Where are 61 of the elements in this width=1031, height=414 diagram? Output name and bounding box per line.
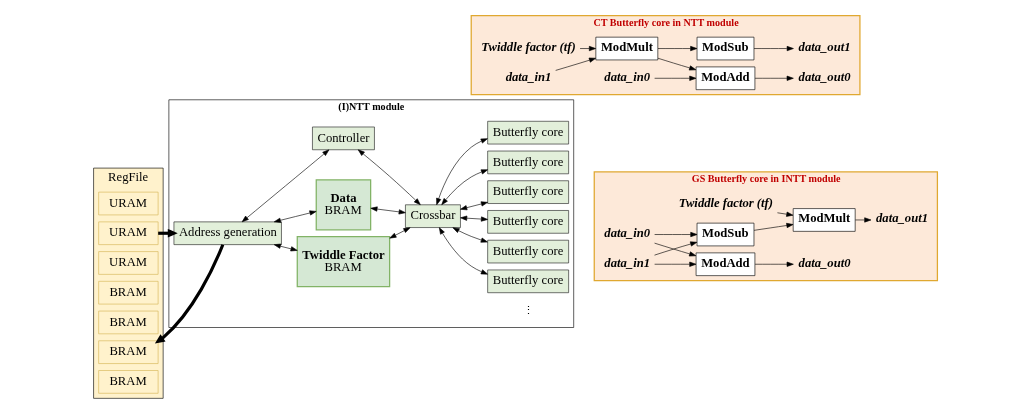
- arrow: [754, 261, 794, 267]
- arrow: [460, 201, 488, 211]
- label: ⋮: [522, 303, 534, 316]
- node-box: BRAM: [98, 281, 159, 305]
- node-box: URAM: [98, 221, 159, 245]
- node-box: URAM: [98, 191, 159, 216]
- node-box: Butterfly core: [487, 269, 569, 294]
- node-box: Crossbar: [405, 204, 461, 228]
- node-box: Controller: [312, 126, 375, 151]
- arrow: [436, 138, 488, 206]
- node-text: data_out0: [798, 69, 851, 84]
- node-box: Twiddle Factor BRAM: [296, 236, 391, 288]
- node-box: Butterfly core: [487, 210, 569, 234]
- arrow: [370, 206, 406, 215]
- node-box: Butterfly core: [487, 120, 569, 145]
- arrow: [579, 46, 596, 52]
- node-box: ModMult: [595, 36, 659, 61]
- arrow: [439, 227, 488, 275]
- arrow: [357, 149, 421, 205]
- arrow: [753, 46, 794, 52]
- node-box: Butterfly core: [487, 239, 569, 264]
- node-box: Butterfly core: [487, 180, 569, 204]
- node-box: Butterfly core: [487, 150, 569, 175]
- arrow: [273, 210, 317, 223]
- arrow: [754, 75, 794, 81]
- arrow: [654, 232, 698, 238]
- arrow: [460, 215, 488, 222]
- arrow: [389, 227, 411, 239]
- node-text: Twiddle factor (tf): [678, 196, 774, 211]
- node-box: ModAdd: [695, 66, 756, 90]
- node-text: data_out1: [798, 40, 851, 55]
- node-box: ModSub: [696, 222, 755, 247]
- node-box: BRAM: [98, 310, 159, 335]
- node-text: data_in0: [604, 69, 651, 84]
- arrow: [654, 75, 697, 81]
- arrow: [273, 243, 298, 252]
- node-text: data_in1: [505, 69, 552, 84]
- node-text: data_out1: [876, 211, 929, 226]
- node-text: Twiddle factor (tf): [481, 40, 576, 55]
- arrow: [654, 261, 697, 267]
- arrow: [753, 222, 794, 231]
- arrow: [777, 211, 794, 217]
- node-box: BRAM: [98, 370, 159, 394]
- node-box: URAM: [98, 251, 159, 275]
- node-text: data_in1: [604, 255, 651, 270]
- node-text: data_in0: [604, 226, 651, 241]
- arrow: [441, 169, 488, 206]
- arrow: [855, 217, 872, 223]
- node-box: ModMult: [792, 208, 856, 232]
- node-box: ModAdd: [695, 252, 756, 276]
- arrow: [555, 57, 596, 71]
- arrow: [657, 57, 697, 71]
- arrow: [241, 149, 330, 223]
- node-box: Address generation: [173, 221, 282, 245]
- arrow: [452, 227, 488, 243]
- node-text: data_out0: [798, 255, 851, 270]
- node-box: Data BRAM: [315, 179, 372, 231]
- node-box: BRAM: [98, 340, 159, 364]
- node-box: ModSub: [696, 36, 755, 61]
- arrow: [657, 46, 698, 52]
- arrow: [154, 244, 225, 344]
